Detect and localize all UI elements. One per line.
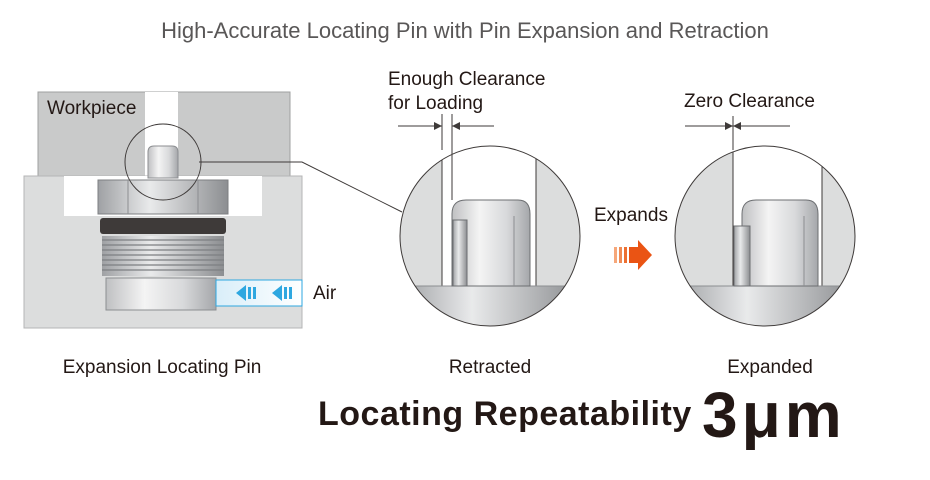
zero-clearance-dimension — [685, 116, 790, 150]
expand-arrow-icon — [614, 240, 652, 270]
caption-expansion-locating-pin: Expansion Locating Pin — [62, 357, 262, 378]
diagram-title: High-Accurate Locating Pin with Pin Expa… — [161, 18, 769, 43]
enough-clearance-line2: for Loading — [388, 93, 484, 114]
repeatability-label: Locating Repeatability — [318, 395, 692, 433]
air-arrows — [236, 285, 292, 301]
zero-clearance-label: Zero Clearance — [684, 91, 815, 112]
caption-retracted: Retracted — [448, 357, 532, 378]
air-passage — [215, 279, 303, 307]
hex-head — [97, 179, 229, 215]
retracted-detail — [398, 114, 581, 327]
expanded-detail — [674, 116, 856, 327]
locating-pin-assembly — [23, 91, 403, 329]
pin-tip — [147, 145, 179, 179]
expands-label: Expands — [594, 205, 668, 226]
thread — [102, 236, 224, 276]
air-label: Air — [313, 283, 337, 304]
o-ring-seal — [100, 218, 226, 234]
leader-line — [199, 161, 403, 213]
enough-clearance-label: Enough Clearance for Loading — [388, 68, 545, 116]
enough-clearance-line1: Enough Clearance — [388, 69, 546, 90]
pin-body — [105, 277, 217, 311]
caption-expanded: Expanded — [727, 357, 813, 378]
repeatability-value: 3μm — [702, 379, 846, 451]
workpiece-label: Workpiece — [47, 98, 137, 119]
